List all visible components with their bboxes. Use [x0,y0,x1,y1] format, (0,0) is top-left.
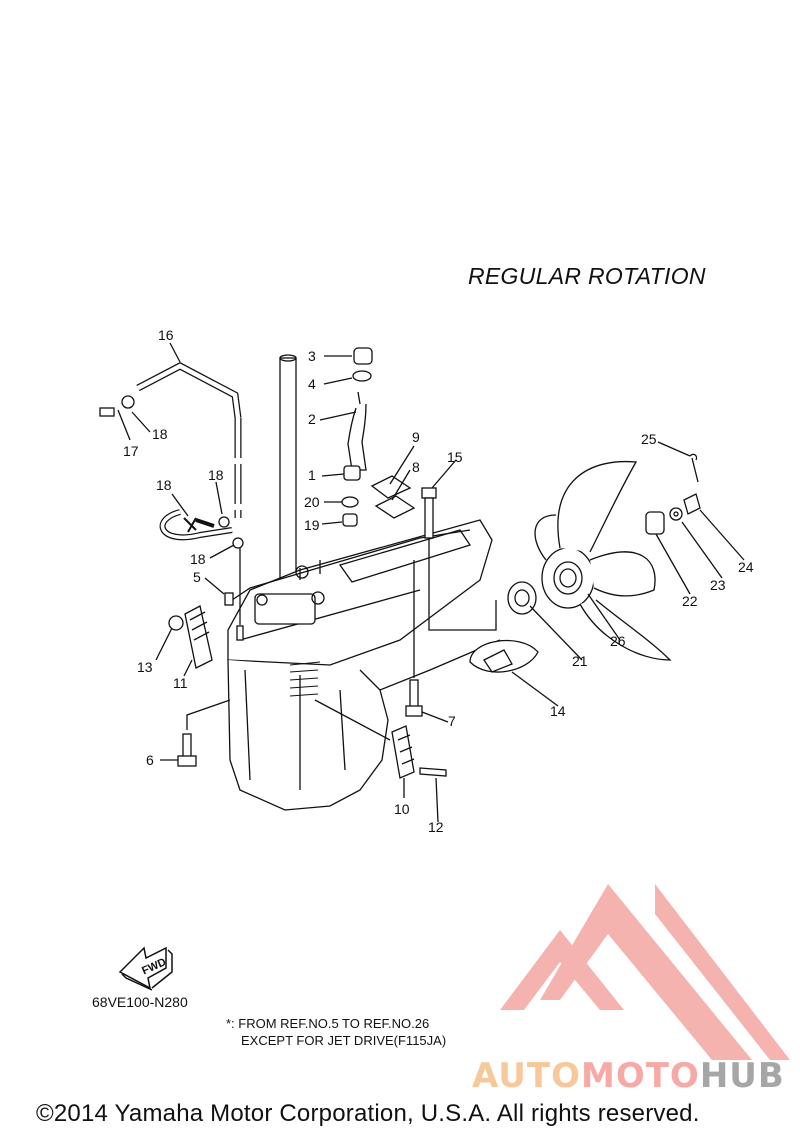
copyright-notice: ©2014 Yamaha Motor Corporation, U.S.A. A… [36,1100,700,1127]
callout-labels: 16 3 4 2 18 17 9 8 15 25 1 18 18 20 19 1… [123,327,754,835]
callout-label: 2 [308,411,316,427]
callout-label: 21 [572,653,588,669]
callout-label: 4 [308,376,316,392]
callout-label: 6 [146,752,154,768]
watermark-part-1: AUTO [472,1056,581,1096]
callout-label: 3 [308,348,316,364]
diagram-title: REGULAR ROTATION [468,263,706,289]
callout-label: 13 [137,659,153,675]
callout-label: 11 [173,675,188,691]
callout-label: 18 [156,477,172,493]
callout-label: 17 [123,443,139,459]
callout-label: 22 [682,593,698,609]
callout-label: 18 [190,551,206,567]
callout-label: 19 [304,517,320,533]
watermark-part-3: HUB [699,1056,785,1096]
part-code: 68VE100-N280 [92,994,188,1010]
callout-label: 26 [610,633,626,649]
drawing-linework [99,342,745,823]
watermark-text: AUTOMOTOHUB [472,1056,785,1096]
callout-label: 14 [550,703,566,719]
callout-label: 5 [193,569,201,585]
callout-label: 25 [641,431,657,447]
note-line-2: EXCEPT FOR JET DRIVE(F115JA) [241,1033,447,1048]
callout-label: 24 [738,559,754,575]
callout-label: 9 [412,429,420,445]
fwd-arrow: FWD [118,946,173,991]
callout-label: 1 [308,467,316,483]
callout-label: 18 [208,467,224,483]
callout-label: 7 [448,713,456,729]
watermark-logo [500,884,790,1060]
callout-label: 10 [394,801,410,817]
watermark-part-2: MOTO [580,1056,700,1096]
callout-label: 8 [412,459,420,475]
callout-label: 15 [447,449,463,465]
callout-label: 18 [152,426,168,442]
callout-label: 23 [710,577,726,593]
callout-label: 16 [158,327,174,343]
callout-label: 20 [304,494,320,510]
note-line-1: *: FROM REF.NO.5 TO REF.NO.26 [226,1016,430,1031]
callout-label: 12 [428,819,444,835]
